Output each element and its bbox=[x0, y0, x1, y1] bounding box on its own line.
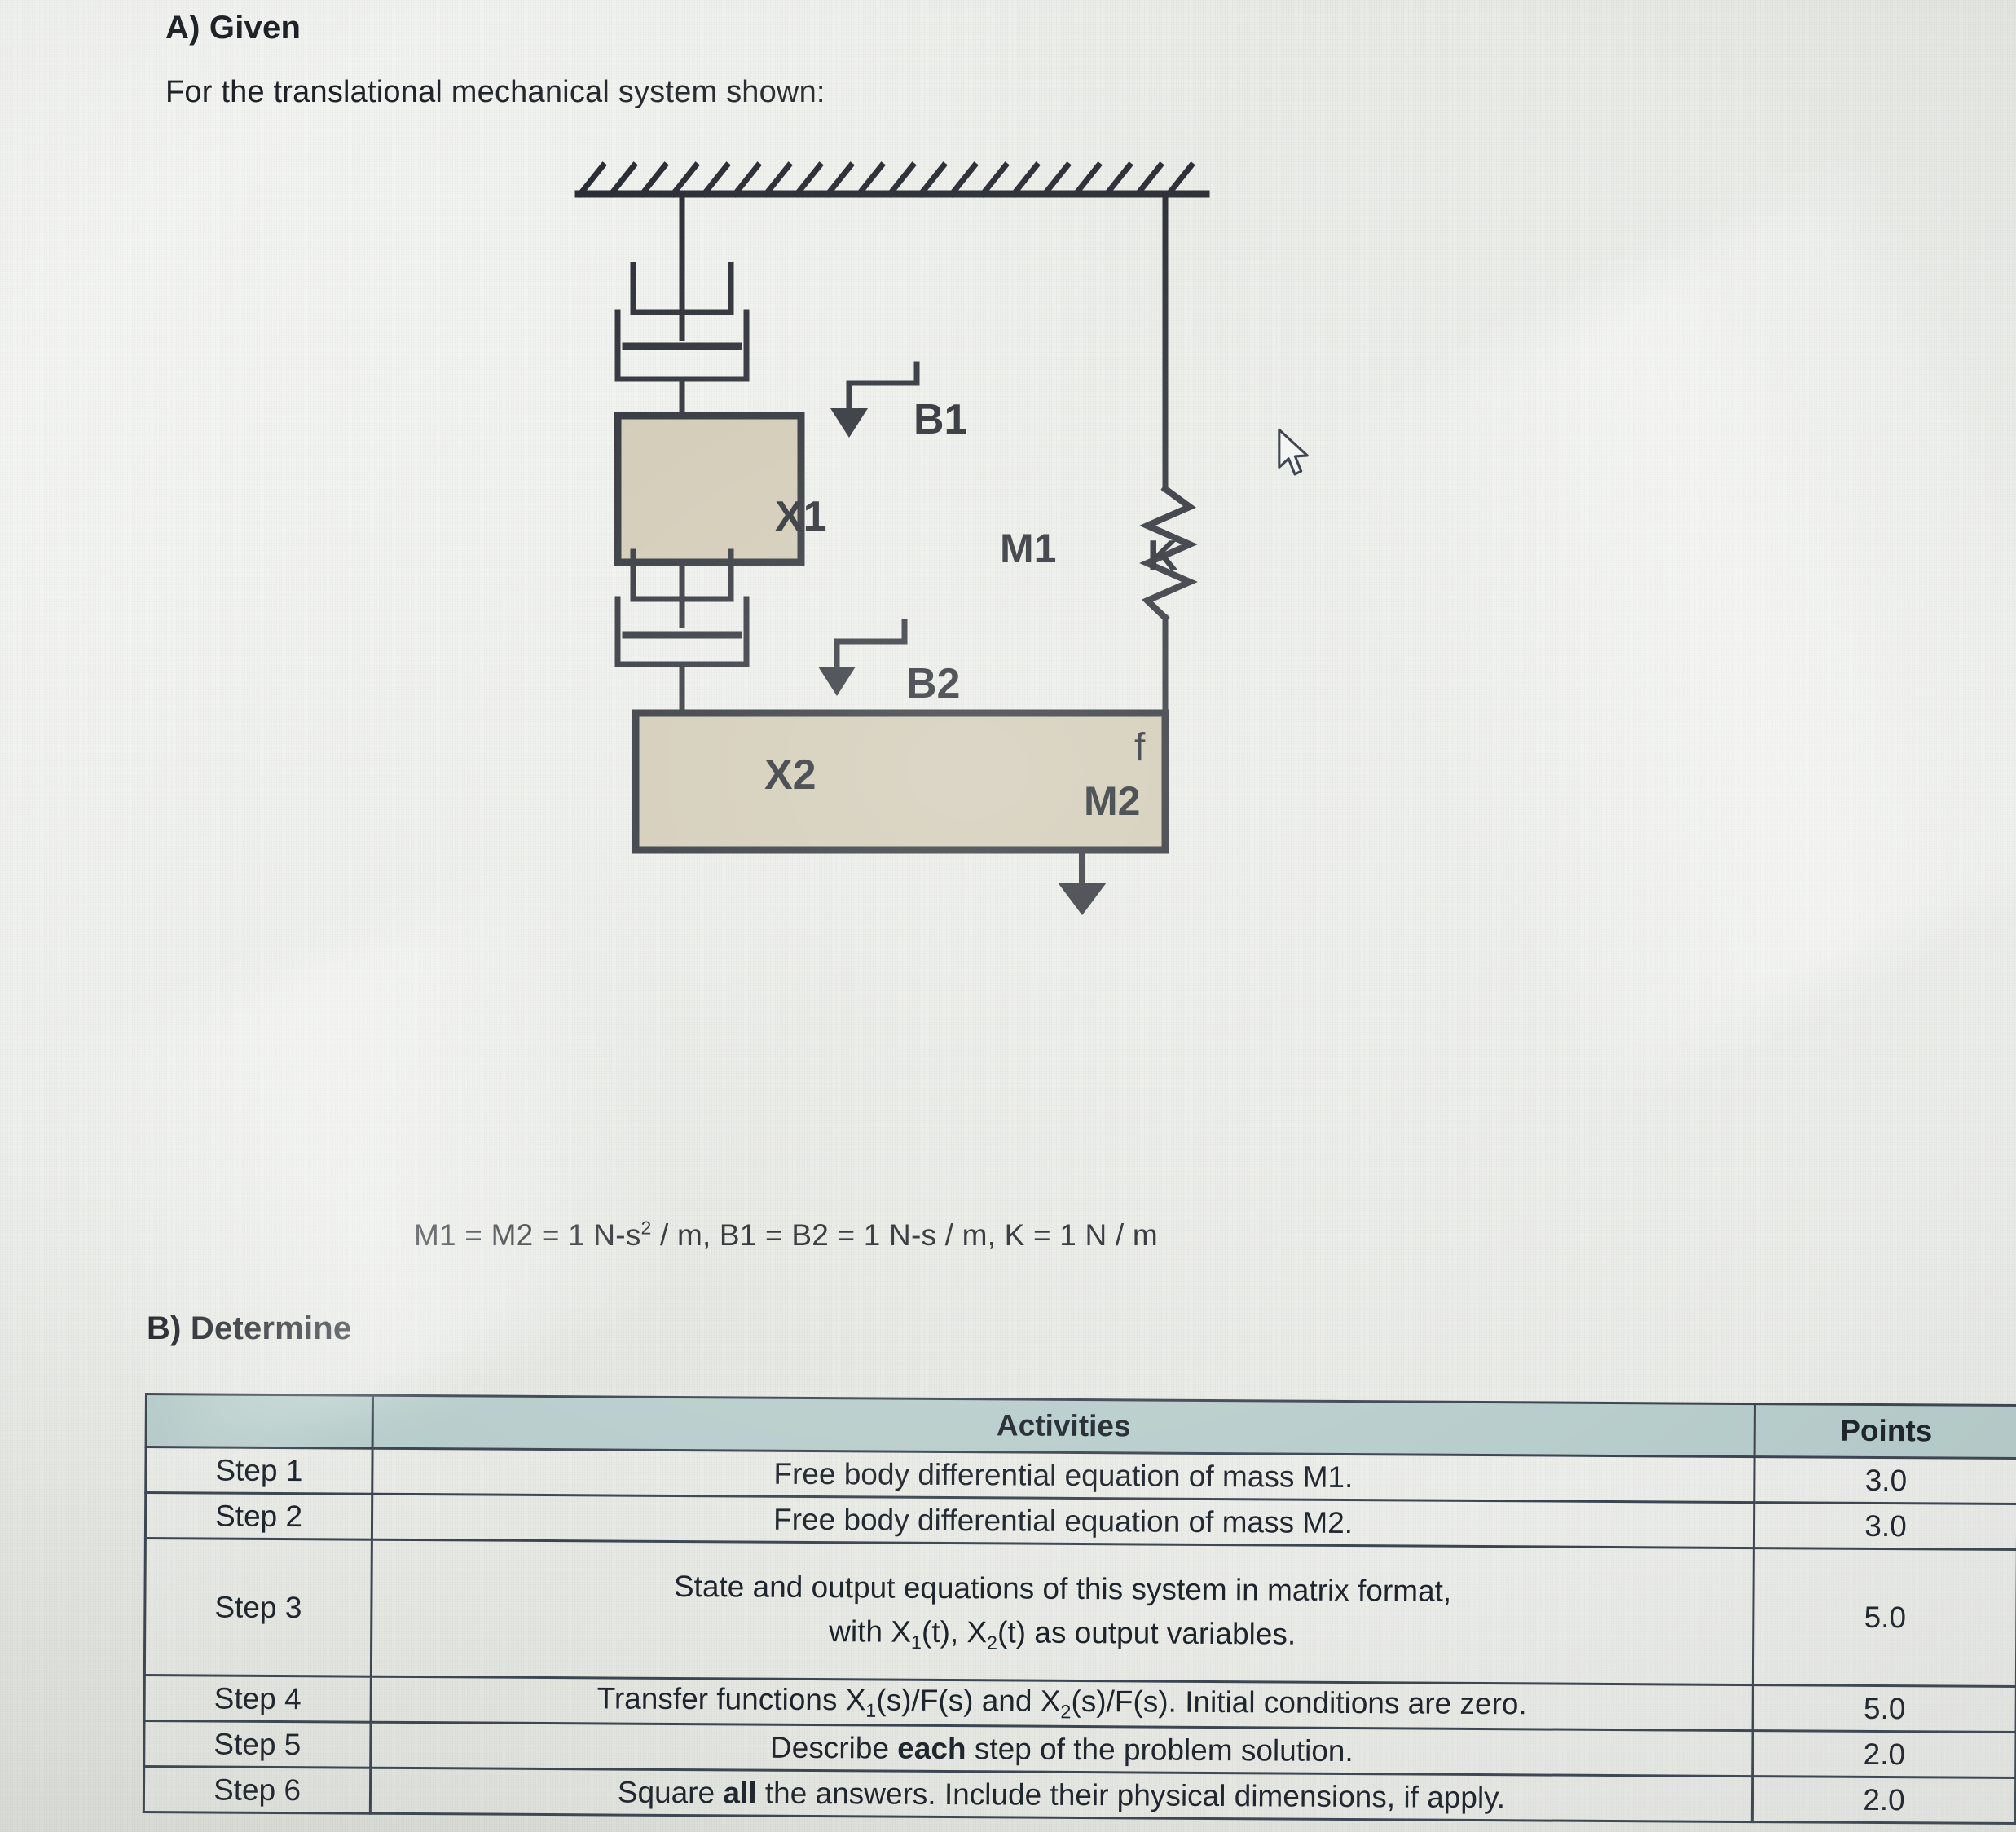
header-points: Points bbox=[1754, 1403, 2016, 1459]
cursor-arrow-path bbox=[1278, 428, 1309, 476]
ground-hatch-marks bbox=[576, 161, 1195, 198]
sup-2: 2 bbox=[640, 1218, 652, 1239]
x2-arrowhead bbox=[818, 667, 856, 696]
activity-emphasis: all bbox=[723, 1775, 757, 1810]
row-step-label: Step 3 bbox=[144, 1538, 372, 1677]
x1-arrowhead bbox=[830, 408, 868, 438]
activity-pre: Square bbox=[617, 1775, 724, 1809]
section-b-heading: B) Determine bbox=[147, 1310, 352, 1346]
damper-b1-arms bbox=[630, 262, 734, 315]
activity-pre: Transfer functions X bbox=[596, 1681, 866, 1717]
row-points: 3.0 bbox=[1754, 1502, 2016, 1550]
rubric-table-body: Step 1 Free body differential equation o… bbox=[143, 1447, 2016, 1824]
activity-post: the answers. Include their physical dime… bbox=[756, 1776, 1506, 1814]
mass-m2-label: M2 bbox=[1084, 778, 1141, 824]
row-points: 2.0 bbox=[1752, 1730, 2016, 1778]
row-activity: Free body differential equation of mass … bbox=[372, 1494, 1754, 1548]
activity-post: (s)/F(s). Initial conditions are zero. bbox=[1071, 1684, 1527, 1721]
param-m: M1 = M2 = 1 N-s2 / m, B1 = B2 = 1 N-s / … bbox=[414, 1218, 1158, 1253]
row-points: 5.0 bbox=[1753, 1684, 2016, 1733]
parameters-line: M1 = M2 = 1 N-s2 / m, B1 = B2 = 1 N-s / … bbox=[414, 1218, 1158, 1253]
damper-b1-label: B1 bbox=[913, 396, 968, 443]
diagram-svg bbox=[574, 161, 1210, 915]
damper-b2-label: B2 bbox=[906, 660, 961, 707]
activity-emphasis: each bbox=[897, 1731, 966, 1765]
mass-m2-block bbox=[632, 709, 1169, 854]
rubric-table: Activities Points Step 1 Free body diffe… bbox=[143, 1393, 2016, 1825]
row-activity: Describe each step of the problem soluti… bbox=[370, 1722, 1754, 1777]
row-step-label: Step 6 bbox=[143, 1766, 371, 1814]
activity-post: step of the problem solution. bbox=[966, 1731, 1354, 1768]
mass-m1-block bbox=[614, 412, 805, 566]
force-f-arrowhead bbox=[1058, 883, 1107, 915]
table-row: Step 3 State and output equations of thi… bbox=[144, 1538, 2016, 1687]
x2-leader-line bbox=[834, 619, 908, 670]
row-activity: Free body differential equation of mass … bbox=[372, 1448, 1755, 1503]
activity-line-2-pre: with X bbox=[829, 1614, 912, 1649]
row-step-label: Step 5 bbox=[143, 1720, 372, 1768]
spring-k-coil bbox=[1139, 484, 1198, 623]
row-step-label: Step 2 bbox=[145, 1492, 372, 1540]
subscript-1: 1 bbox=[910, 1631, 922, 1653]
row-points: 3.0 bbox=[1754, 1456, 2016, 1504]
subscript-2: 2 bbox=[987, 1632, 998, 1654]
row-step-label: Step 4 bbox=[144, 1675, 372, 1723]
row-activity: State and output equations of this syste… bbox=[371, 1539, 1754, 1685]
section-a-heading: A) Given bbox=[165, 10, 302, 46]
mouse-pointer-icon bbox=[1278, 428, 1309, 476]
subscript-2: 2 bbox=[1060, 1701, 1072, 1723]
header-activities: Activities bbox=[372, 1395, 1755, 1457]
subscript-1: 1 bbox=[865, 1699, 877, 1721]
damper-b2-arms bbox=[630, 548, 734, 602]
row-activity: Transfer functions X1(s)/F(s) and X2(s)/… bbox=[371, 1676, 1754, 1731]
activity-mid: (s)/F(s) and X bbox=[876, 1683, 1061, 1718]
row-activity: Square all the answers. Include their ph… bbox=[370, 1768, 1753, 1822]
activity-line-2-post: (t) as output variables. bbox=[997, 1615, 1296, 1651]
x1-leader-line bbox=[846, 361, 920, 412]
displacement-x1-label: X1 bbox=[775, 493, 827, 540]
header-step-blank bbox=[146, 1394, 373, 1449]
mechanical-system-diagram: B1 B2 X1 X2 K M1 M2 f bbox=[350, 143, 1508, 1202]
row-points: 2.0 bbox=[1752, 1776, 2016, 1824]
activity-pre: Describe bbox=[769, 1730, 898, 1765]
displacement-x2-label: X2 bbox=[764, 751, 817, 799]
mass-m1-label: M1 bbox=[1000, 526, 1057, 571]
force-f-label: f bbox=[1134, 726, 1146, 769]
row-step-label: Step 1 bbox=[145, 1447, 373, 1495]
row-points: 5.0 bbox=[1753, 1548, 2016, 1687]
spring-k-label: K bbox=[1147, 532, 1178, 579]
intro-text: For the translational mechanical system … bbox=[165, 75, 825, 109]
activity-line-1: State and output equations of this syste… bbox=[673, 1570, 1452, 1608]
activity-line-2-mid: (t), X bbox=[921, 1614, 988, 1649]
